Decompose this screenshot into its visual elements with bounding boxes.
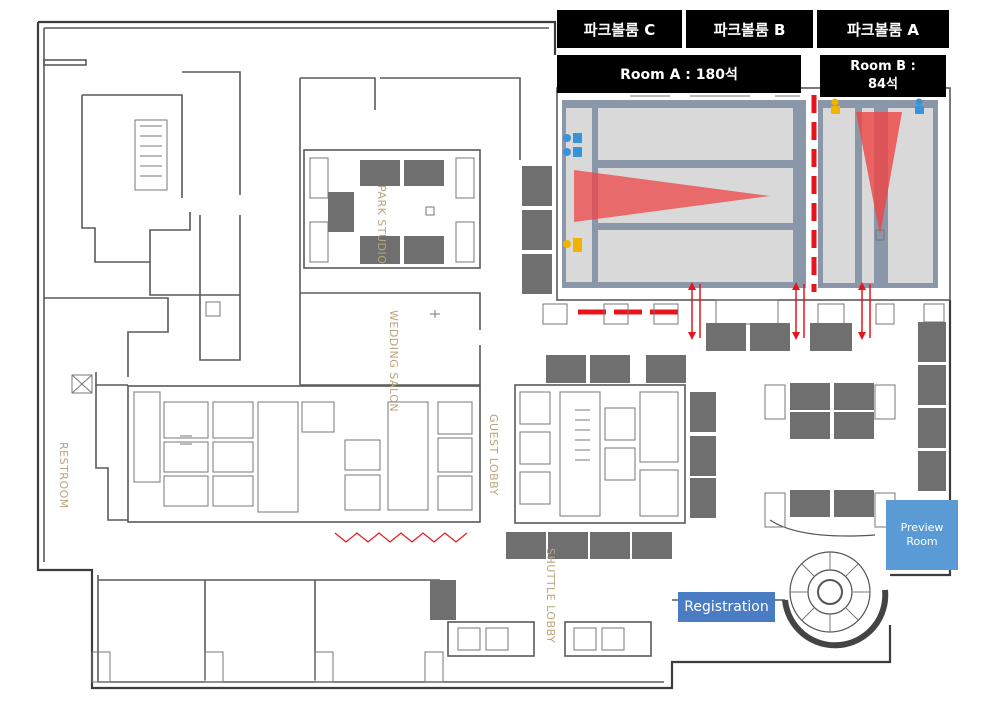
preview-room-box: Preview Room (886, 500, 958, 570)
registration-box: Registration (678, 592, 775, 622)
booth (918, 451, 946, 491)
preview-room-line1: Preview (900, 521, 944, 534)
booth (790, 383, 830, 410)
elevator-bank-left (127, 385, 481, 523)
booth (590, 532, 630, 559)
booth (328, 192, 354, 232)
park-studio-label: PARK STUDIO (375, 185, 388, 264)
booth (690, 436, 716, 476)
booth (404, 160, 444, 186)
table (598, 108, 793, 160)
spiral-staircase (769, 519, 889, 649)
table (823, 108, 855, 283)
guest-lobby-label: GUEST LOBBY (487, 414, 500, 496)
outer-walls (36, 20, 952, 690)
entrance-markers (334, 282, 871, 543)
shuttle-lobby-label: SHUTTLE LOBBY (544, 548, 557, 643)
booth (430, 580, 456, 620)
booth (810, 323, 852, 351)
room-b-title: Room B : (850, 59, 916, 74)
ballroom (556, 87, 951, 301)
exhibit-booths (328, 160, 946, 620)
booth (360, 236, 400, 264)
booth (360, 160, 400, 186)
booth (548, 532, 588, 559)
preview-room-line2: Room (906, 535, 938, 548)
elevator-bank-right (514, 384, 686, 524)
booth (918, 322, 946, 362)
booth (834, 412, 874, 439)
booth (546, 355, 586, 383)
wedding-salon-label: WEDDING SALON (387, 310, 400, 412)
booth (918, 408, 946, 448)
booth (834, 490, 874, 517)
booth (590, 355, 630, 383)
room-b-seats: 84석 (867, 77, 899, 92)
booth (522, 210, 552, 250)
booth (506, 532, 546, 559)
booth (632, 532, 672, 559)
park-ballroom-b-header: 파크볼룸 B (686, 10, 813, 48)
booth (690, 392, 716, 432)
booth (522, 254, 552, 294)
booth (522, 166, 552, 206)
projection-cone-a (574, 170, 770, 222)
room-b-header: Room B : 84석 (820, 55, 946, 97)
projection-cone-b (856, 112, 902, 235)
restroom-label: RESTROOM (57, 442, 70, 509)
booth (750, 323, 790, 351)
booth (834, 383, 874, 410)
left-rooms (43, 59, 241, 521)
park-ballroom-a-header: 파크볼룸 A (817, 10, 949, 48)
booth (790, 412, 830, 439)
park-ballroom-c-header: 파크볼룸 C (557, 10, 682, 48)
center-rooms (299, 77, 521, 386)
booth (790, 490, 830, 517)
booth (690, 478, 716, 518)
room-a-header: Room A : 180석 (557, 55, 801, 93)
booth (918, 365, 946, 405)
booth (646, 355, 686, 383)
booth (706, 323, 746, 351)
table (598, 230, 793, 282)
booth (404, 236, 444, 264)
